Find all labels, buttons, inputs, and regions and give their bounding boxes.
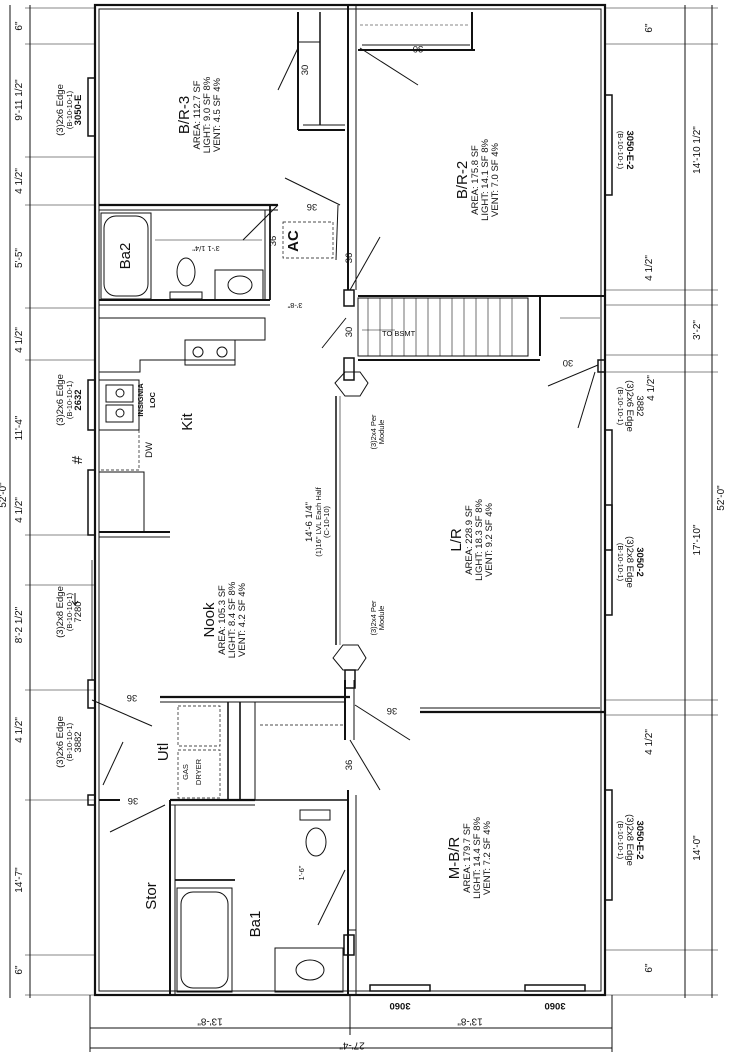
room-br3-name: B/R-3	[176, 95, 194, 135]
window-br3: (3)2x6 Edge (B-10-10-1) 3050-E	[55, 84, 84, 136]
window-mbr-size: 3050-E-2	[633, 820, 645, 860]
note-post-1-line2: Module	[377, 419, 386, 445]
dim-left-10: 6"	[13, 965, 25, 975]
dim-right-6: 4 1/2"	[643, 729, 655, 755]
fixture-dw: DW	[144, 442, 156, 458]
dim-bottom-total: 27'-4"	[339, 1039, 365, 1051]
window-kit-size: 2632	[72, 389, 84, 411]
window-mbr: 3050-E-2 (3)2x8 Edge (B-10-10-1)	[615, 814, 645, 866]
room-ba1: Ba1	[247, 910, 265, 938]
dim-left-2: 4 1/2"	[13, 168, 25, 194]
window-nook: (3)2x8 Edge (B-10-10-1) 7280	[55, 586, 84, 638]
room-br3: B/R-3 AREA: 112.7 SF LIGHT: 9.0 SF 8% VE…	[176, 77, 223, 154]
window-br2-size: 3050-E-2	[623, 130, 635, 170]
note-beam: 14'-6 1/4" (1)16" LVL Each Half (C-10-10…	[304, 487, 331, 556]
room-nook-vent: VENT: 4.2 SF 4%	[236, 583, 248, 657]
door-size-30d: 30	[562, 356, 574, 368]
dim-left-8: 4 1/2"	[13, 717, 25, 743]
note-post-1: (3)2x4 Per Module	[369, 414, 386, 449]
fixture-gas: GAS	[181, 764, 191, 780]
note-post-2-line2: Module	[377, 605, 386, 631]
door-size-36e: 36	[344, 759, 356, 771]
window-lr-top: 3882 (3)2x6 Edge (B-10-10-1)	[615, 380, 645, 432]
window-br2-ref: (B-10-10-1)	[615, 130, 625, 170]
window-br3-size: 3050-E	[72, 94, 84, 126]
room-ba2: Ba2	[117, 242, 135, 270]
room-mbr-name: M-B/R	[446, 836, 464, 880]
window-lr-ref: (B-10-10-1)	[615, 542, 625, 582]
room-nook-name: Nook	[201, 602, 219, 638]
dim-left-1: 9'-11 1/2"	[13, 79, 25, 121]
note-ba2-dim: 3'-1 1/4"	[192, 243, 220, 253]
door-size-30b: 30	[412, 42, 424, 54]
door-size-36d: 36	[386, 704, 398, 716]
window-kit: (3)2x6 Edge (B-10-10-1) 2632	[55, 374, 84, 426]
door-size-36a: 36	[306, 200, 318, 212]
room-br3-vent: VENT: 4.5 SF 4%	[211, 78, 223, 152]
room-stor: Stor	[143, 882, 161, 910]
window-lr-top-ref: (B-10-10-1)	[615, 386, 625, 426]
window-utl: (3)2x6 Edge (B-10-10-1) 3882	[55, 716, 84, 768]
dim-bottom-a: 13'-8"	[197, 1015, 223, 1027]
room-nook: Nook AREA: 105.3 SF LIGHT: 8.4 SF 8% VEN…	[201, 582, 248, 659]
dim-left-7: 8'-2 1/2"	[13, 606, 25, 644]
room-kit: Kit	[179, 413, 197, 431]
dim-left-6: 4 1/2"	[13, 497, 25, 523]
fixture-hash: #	[69, 455, 87, 465]
window-mbr-edge: (3)2x8 Edge	[623, 814, 635, 866]
window-utl-size: 3882	[72, 731, 84, 753]
dim-right-5: 17'-10"	[691, 524, 703, 556]
room-br2-vent: VENT: 7.0 SF 4%	[489, 143, 501, 217]
note-ba1-dim: 1'-6"	[297, 865, 307, 881]
dim-right-8: 6"	[643, 963, 655, 973]
room-br2: B/R-2 AREA: 175.8 SF LIGHT: 14.1 SF 8% V…	[454, 139, 501, 221]
door-size-36b: 36	[268, 235, 280, 247]
dim-left-4: 4 1/2"	[13, 327, 25, 353]
dim-left-3: 5'-5"	[13, 248, 25, 268]
dim-left-5: 11'-4"	[13, 415, 25, 441]
window-bottom-2: 3060	[544, 999, 566, 1011]
room-lr-name: L/R	[448, 528, 466, 552]
door-size-36c: 36	[344, 252, 356, 264]
room-lr-vent: VENT: 9.2 SF 4%	[483, 503, 495, 577]
fixture-dryer: DRYER	[194, 758, 204, 786]
door-size-36f: 36	[126, 691, 138, 703]
fixture-loc: LOC	[148, 392, 158, 408]
window-lr-top-edge: (3)2x6 Edge	[623, 380, 635, 432]
dim-left-9: 14'-7"	[13, 867, 25, 893]
fixture-insignia: INSIGNIA	[136, 383, 146, 417]
dim-left-0: 6"	[13, 21, 25, 31]
window-mbr-ref: (B-10-10-1)	[615, 820, 625, 860]
dim-right-3: 3'-2"	[691, 320, 703, 340]
door-size-30c: 30	[344, 326, 356, 338]
room-mbr: M-B/R AREA: 179.7 SF LIGHT: 14.4 SF 8% V…	[446, 817, 493, 899]
door-size-36g: 36	[127, 794, 139, 806]
room-br2-name: B/R-2	[454, 160, 472, 200]
dim-right-0: 6"	[643, 23, 655, 33]
dim-right-4: 4 1/2"	[645, 375, 657, 401]
note-beam-ref: (C-10-10)	[321, 505, 331, 539]
room-utl: Utl	[155, 742, 173, 762]
dim-right-7: 14'-0"	[691, 835, 703, 861]
dim-right-1: 14'-10 1/2"	[691, 126, 703, 174]
dim-bottom-b: 13'-8"	[457, 1015, 483, 1027]
label-to-bsmt: TO BSMT	[382, 329, 416, 338]
room-lr: L/R AREA: 228.9 SF LIGHT: 18.3 SF 8% VEN…	[448, 499, 495, 581]
dim-overall-left: 52'-0"	[0, 482, 9, 508]
note-hall-dim: 3'-8"	[287, 300, 303, 310]
window-nook-size: 7280	[72, 601, 84, 623]
window-lr-edge: (3)2x8 Edge	[623, 536, 635, 588]
window-bottom-1: 3060	[389, 999, 411, 1011]
window-lr-top-size: 3882	[633, 395, 645, 417]
room-ac: AC	[285, 230, 303, 252]
window-lr-size: 3050-2	[633, 547, 645, 577]
window-br2: 3050-E-2 (B-10-10-1)	[615, 130, 635, 170]
window-lr: 3050-2 (3)2x8 Edge (B-10-10-1)	[615, 536, 645, 588]
room-mbr-vent: VENT: 7.2 SF 4%	[481, 821, 493, 895]
dim-right-2: 4 1/2"	[643, 255, 655, 281]
door-size-30a: 30	[300, 64, 312, 76]
note-post-2: (3)2x4 Per Module	[369, 600, 386, 635]
dim-overall-right: 52'-0"	[715, 485, 727, 511]
